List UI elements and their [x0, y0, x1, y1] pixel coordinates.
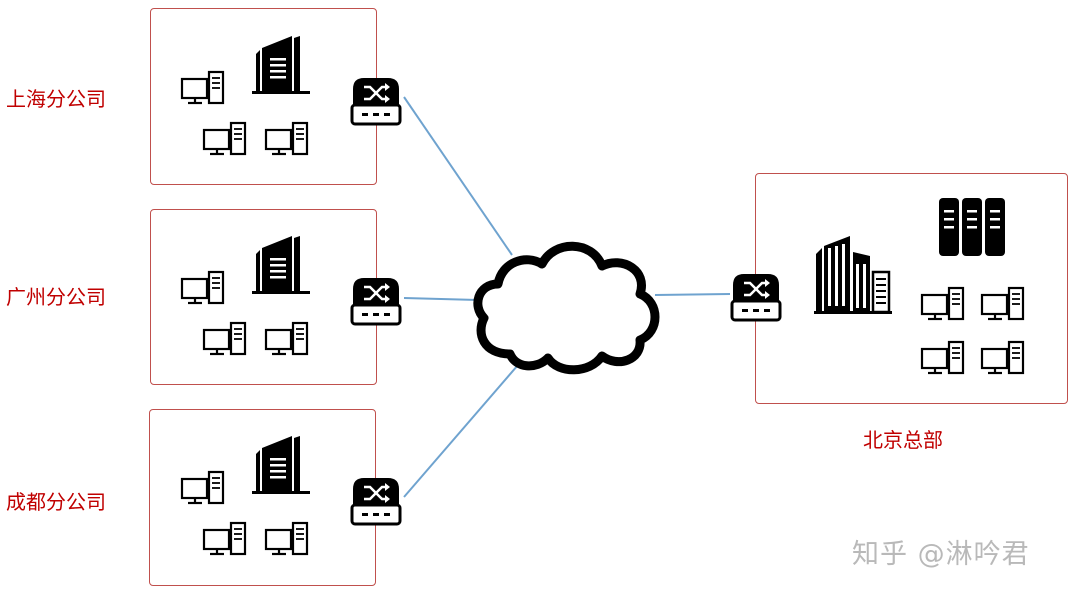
cloud-icon: [473, 241, 660, 375]
desktop-computer-icon: [202, 521, 248, 557]
desktop-computer-icon: [180, 270, 226, 306]
office-building-icon: [248, 434, 312, 494]
link-shanghai-cloud: [403, 96, 513, 256]
desktop-computer-icon: [180, 70, 226, 106]
desktop-computer-icon: [264, 521, 310, 557]
network-switch-icon: [348, 75, 404, 127]
office-building-icon: [248, 34, 312, 94]
watermark: 知乎 @淋吟君: [852, 539, 1030, 570]
desktop-computer-icon: [920, 286, 966, 322]
branch-label-chengdu: 成都分公司: [6, 490, 106, 514]
desktop-computer-icon: [264, 121, 310, 157]
network-switch-icon: [348, 475, 404, 527]
link-guangzhou-cloud: [403, 297, 479, 301]
server-rack-icon: [937, 196, 1007, 258]
desktop-computer-icon: [180, 470, 226, 506]
headquarters-label: 北京总部: [863, 428, 943, 452]
office-building-icon: [812, 234, 892, 314]
desktop-computer-icon: [980, 340, 1026, 376]
network-switch-icon: [728, 271, 784, 323]
link-cloud-beijing: [654, 293, 731, 296]
desktop-computer-icon: [202, 321, 248, 357]
desktop-computer-icon: [920, 340, 966, 376]
desktop-computer-icon: [202, 121, 248, 157]
office-building-icon: [248, 234, 312, 294]
branch-label-shanghai: 上海分公司: [6, 87, 106, 111]
network-switch-icon: [348, 275, 404, 327]
desktop-computer-icon: [264, 321, 310, 357]
link-chengdu-cloud: [403, 364, 519, 498]
branch-label-guangzhou: 广州分公司: [6, 285, 106, 309]
desktop-computer-icon: [980, 286, 1026, 322]
